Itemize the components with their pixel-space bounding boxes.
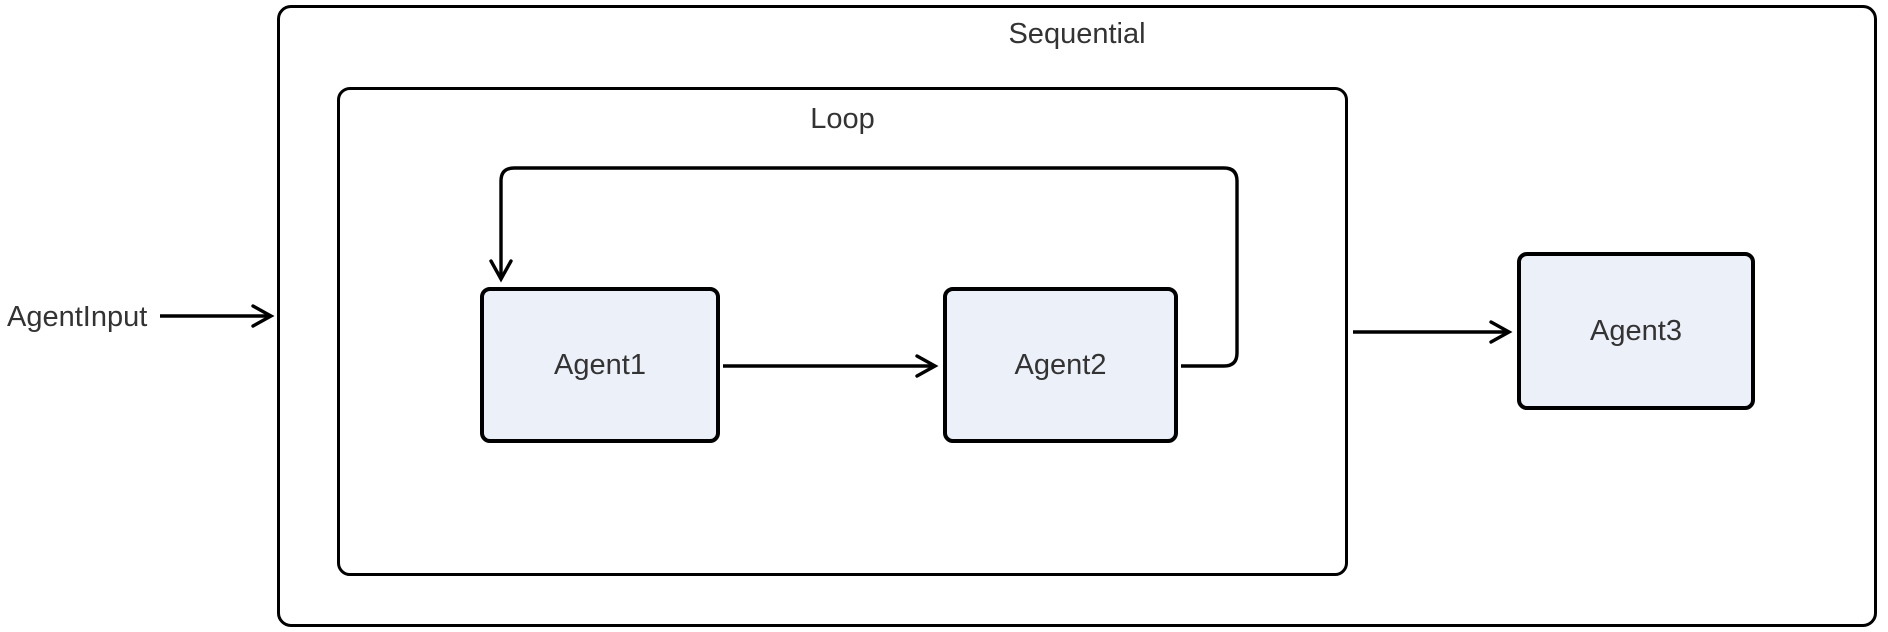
sequential-container: Sequential xyxy=(277,5,1877,627)
agent-input-label: AgentInput xyxy=(7,301,148,333)
node-agent3-label: Agent3 xyxy=(1590,314,1682,347)
sequential-container-label: Sequential xyxy=(1008,18,1146,50)
node-agent1-label: Agent1 xyxy=(554,348,646,381)
node-agent3: Agent3 xyxy=(1517,252,1755,410)
loop-container: Loop xyxy=(337,87,1348,576)
node-agent1: Agent1 xyxy=(480,287,720,443)
node-agent2: Agent2 xyxy=(943,287,1178,443)
node-agent2-label: Agent2 xyxy=(1014,348,1107,381)
loop-container-label: Loop xyxy=(810,103,875,135)
